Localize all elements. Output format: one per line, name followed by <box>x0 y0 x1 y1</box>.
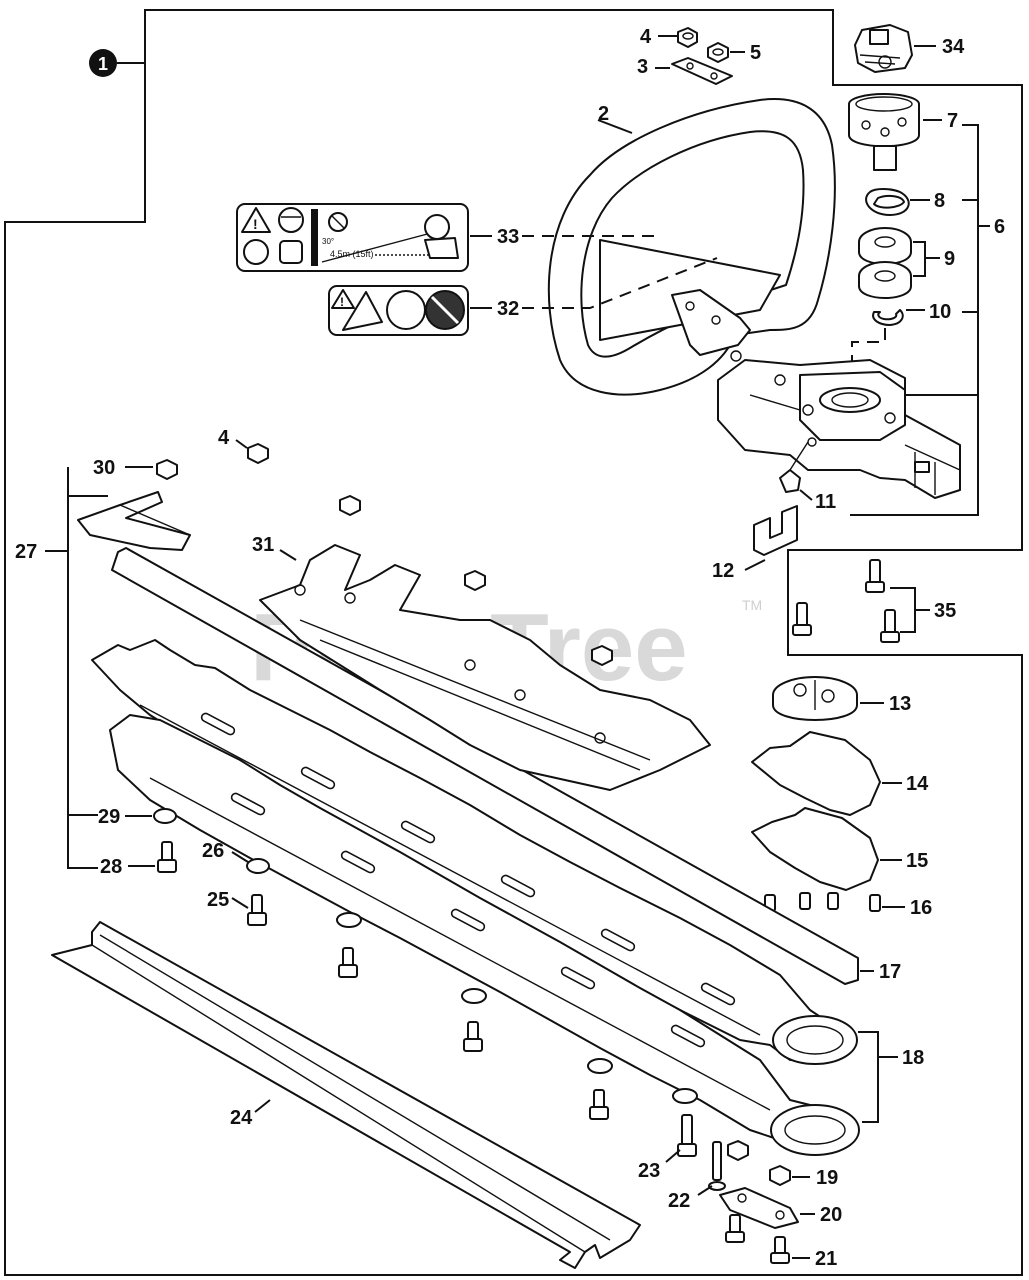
part-29-washer <box>153 808 177 824</box>
part-3-plate <box>671 57 733 85</box>
part-35-screws <box>792 559 900 643</box>
part-12-spacer <box>753 505 798 556</box>
label-4-middle: 4 <box>218 427 230 449</box>
label-33: 33 <box>497 226 519 248</box>
label-34: 34 <box>942 36 965 58</box>
part-15-cover-plate <box>751 807 879 891</box>
label-25: 25 <box>207 889 229 911</box>
label-7: 7 <box>947 110 958 132</box>
svg-text:!: ! <box>340 295 344 309</box>
part-24-blade-guard-channel <box>51 921 641 1269</box>
part-8-circlip <box>865 188 910 216</box>
label-24: 24 <box>230 1107 253 1129</box>
label-20: 20 <box>820 1204 842 1226</box>
part-5-nut <box>707 42 729 63</box>
part-22-screw <box>708 1141 726 1191</box>
label-31: 31 <box>252 534 274 556</box>
label-13: 13 <box>889 693 911 715</box>
label-16: 16 <box>910 897 932 919</box>
part-21-bolts <box>725 1214 790 1264</box>
part-11-grease-fitting <box>779 437 817 493</box>
label-22: 22 <box>668 1190 690 1212</box>
part-10-snap-ring <box>872 309 904 326</box>
part-4-nut-top <box>677 27 698 48</box>
label-29: 29 <box>98 806 120 828</box>
label-6: 6 <box>994 216 1005 238</box>
label-5: 5 <box>750 42 761 64</box>
label-30: 30 <box>93 457 115 479</box>
label-14: 14 <box>906 773 929 795</box>
label-21: 21 <box>815 1248 837 1270</box>
label-4-top: 4 <box>640 26 652 48</box>
label-2: 2 <box>598 103 609 125</box>
label-23: 23 <box>638 1160 660 1182</box>
part-20-plate <box>719 1187 799 1229</box>
part-13-gear <box>772 676 858 721</box>
label-26: 26 <box>202 840 224 862</box>
part-33-decal: ! 30° 4.5m (15ft) <box>236 203 469 272</box>
svg-text:!: ! <box>253 216 258 232</box>
watermark-trademark: TM <box>742 597 762 613</box>
part-23-bolt <box>672 1088 698 1157</box>
part-30-nut <box>156 459 178 480</box>
part-22-nut <box>727 1140 749 1161</box>
label-10: 10 <box>929 301 951 323</box>
part-17-guard-strip <box>111 547 859 985</box>
label-8: 8 <box>934 190 945 212</box>
part-26-washer <box>246 858 270 874</box>
assembly-marker: 1 <box>89 49 145 77</box>
part-18-blades-lower <box>91 639 860 1156</box>
part-14-gasket <box>751 731 881 816</box>
label-32: 32 <box>497 298 519 320</box>
decal-33-angle: 30° <box>322 237 334 246</box>
label-9: 9 <box>944 248 955 270</box>
label-27: 27 <box>15 541 37 563</box>
part-27-blade-guard <box>77 491 191 551</box>
label-17: 17 <box>879 961 901 983</box>
part-31-blade-top <box>259 544 711 791</box>
part-blade-washers-bolts <box>336 912 613 1120</box>
label-18: 18 <box>902 1047 924 1069</box>
part-28-bolt <box>157 841 177 873</box>
svg-text:1: 1 <box>98 54 108 74</box>
part-32-decal: ! <box>328 285 469 336</box>
part-blade-nuts <box>339 495 613 666</box>
label-28: 28 <box>100 856 122 878</box>
label-3: 3 <box>637 56 648 78</box>
part-19-nut <box>769 1165 791 1186</box>
label-35: 35 <box>934 600 956 622</box>
part-25-bolt <box>247 894 267 926</box>
label-19: 19 <box>816 1167 838 1189</box>
part-2-handle <box>547 98 836 396</box>
label-12: 12 <box>712 560 734 582</box>
label-15: 15 <box>906 850 928 872</box>
part-16-screws <box>764 892 881 912</box>
part-4-nut-middle <box>247 443 269 464</box>
part-7-clutch-drum <box>848 93 920 171</box>
part-34-clutch <box>854 24 913 73</box>
part-gear-housing <box>717 350 961 499</box>
part-9-bearings <box>858 227 912 299</box>
label-11: 11 <box>815 491 836 513</box>
